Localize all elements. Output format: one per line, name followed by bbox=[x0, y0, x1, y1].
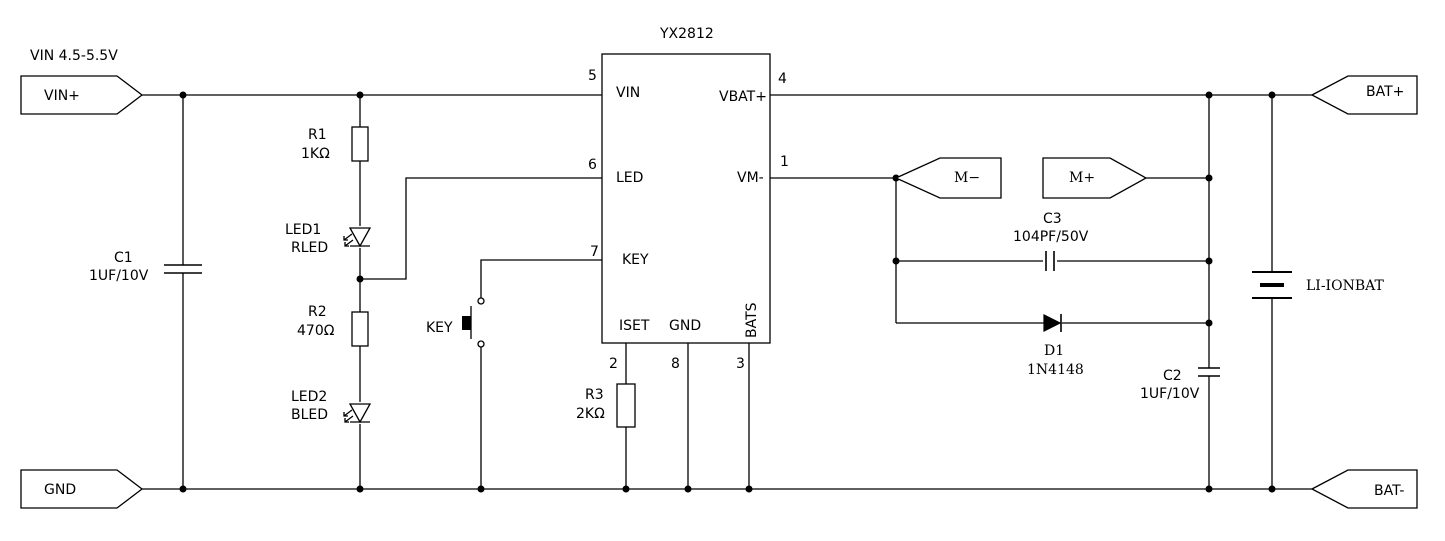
pin-gnd-num: 8 bbox=[671, 356, 680, 372]
port-bat-pos-label: BAT+ bbox=[1366, 84, 1404, 100]
pin-vin-label: VIN bbox=[616, 85, 640, 101]
key-ref: KEY bbox=[426, 320, 453, 336]
c2-ref: C2 bbox=[1163, 368, 1182, 384]
r3-value: 2KΩ bbox=[576, 406, 605, 422]
r3-ref: R3 bbox=[585, 387, 604, 403]
led2-ref: LED2 bbox=[291, 389, 327, 405]
pin-vm-num: 1 bbox=[780, 154, 789, 170]
supply-label: VIN 4.5-5.5V bbox=[30, 48, 118, 64]
c1-value: 1UF/10V bbox=[89, 268, 149, 284]
led1-value: RLED bbox=[291, 240, 328, 256]
port-m-pos: M+ bbox=[1042, 157, 1148, 199]
led-led2: LED2 BLED bbox=[291, 389, 372, 424]
pin-iset-label: ISET bbox=[619, 318, 650, 334]
pin-led-num: 6 bbox=[588, 157, 597, 173]
r1-value: 1KΩ bbox=[301, 146, 330, 162]
resistor-r2: R2 470Ω bbox=[297, 304, 369, 347]
led1-ref: LED1 bbox=[285, 222, 321, 238]
pin-iset-num: 2 bbox=[609, 356, 618, 372]
pin-bats-label: BATS bbox=[744, 302, 760, 338]
port-m-neg: M− bbox=[894, 157, 1002, 199]
pin-vbat-num: 4 bbox=[778, 71, 787, 87]
port-bat-neg-shape bbox=[1310, 469, 1418, 509]
battery-li-ion: LI-IONBAT bbox=[1252, 271, 1384, 299]
pin-key-num: 7 bbox=[590, 244, 599, 260]
diode-d1: D1 1N4148 bbox=[1027, 314, 1084, 378]
pin-vm-label: VM- bbox=[737, 170, 764, 186]
pin-vin-num: 5 bbox=[588, 68, 597, 84]
d1-value: 1N4148 bbox=[1027, 362, 1084, 378]
battery-ref: LI-IONBAT bbox=[1306, 278, 1384, 294]
pin-vbat-label: VBAT+ bbox=[719, 89, 767, 105]
pin-gnd-label: GND bbox=[669, 318, 701, 334]
c2-value: 1UF/10V bbox=[1140, 386, 1200, 402]
port-m-neg-shape bbox=[894, 157, 1002, 199]
port-bat-pos-shape bbox=[1310, 75, 1418, 115]
port-m-neg-label: M− bbox=[954, 170, 980, 186]
port-gnd-shape bbox=[20, 469, 144, 509]
capacitor-c1: C1 1UF/10V bbox=[89, 250, 202, 284]
c3-value: 104PF/50V bbox=[1013, 229, 1089, 245]
r2-ref: R2 bbox=[308, 304, 327, 320]
port-vin-shape bbox=[20, 75, 144, 115]
pin-bats-num: 3 bbox=[736, 356, 745, 372]
resistor-r1: R1 1KΩ bbox=[301, 126, 369, 162]
ic-name: YX2812 bbox=[659, 26, 714, 42]
capacitor-c3: C3 104PF/50V bbox=[1013, 211, 1089, 271]
r1-ref: R1 bbox=[308, 127, 327, 143]
port-vin-label: VIN+ bbox=[44, 88, 80, 104]
port-m-pos-label: M+ bbox=[1069, 170, 1095, 186]
pin-led-label: LED bbox=[616, 170, 643, 186]
r2-value: 470Ω bbox=[297, 323, 335, 339]
port-gnd: GND bbox=[20, 469, 144, 509]
capacitor-c2: C2 1UF/10V bbox=[1140, 367, 1220, 402]
c1-ref: C1 bbox=[114, 250, 133, 266]
ic-body bbox=[601, 53, 771, 344]
port-gnd-label: GND bbox=[44, 482, 76, 498]
port-bat-pos: BAT+ bbox=[1310, 75, 1418, 115]
port-bat-neg-label: BAT- bbox=[1374, 483, 1404, 499]
port-vin: VIN+ bbox=[20, 75, 144, 115]
ic-yx2812: YX2812 5 VIN 6 LED 7 KEY ISET 2 GND 8 BA… bbox=[588, 26, 789, 372]
port-m-pos-shape bbox=[1042, 157, 1148, 199]
wires bbox=[142, 94, 1312, 490]
switch-key: KEY bbox=[426, 297, 485, 348]
led-led1: LED1 RLED bbox=[285, 222, 372, 256]
junction-dots bbox=[179, 91, 1276, 493]
port-bat-neg: BAT- bbox=[1310, 469, 1418, 509]
d1-ref: D1 bbox=[1044, 343, 1064, 359]
led2-value: BLED bbox=[291, 407, 328, 423]
pin-key-label: KEY bbox=[622, 252, 649, 268]
resistor-r3: R3 2KΩ bbox=[576, 383, 636, 428]
c3-ref: C3 bbox=[1043, 211, 1062, 227]
